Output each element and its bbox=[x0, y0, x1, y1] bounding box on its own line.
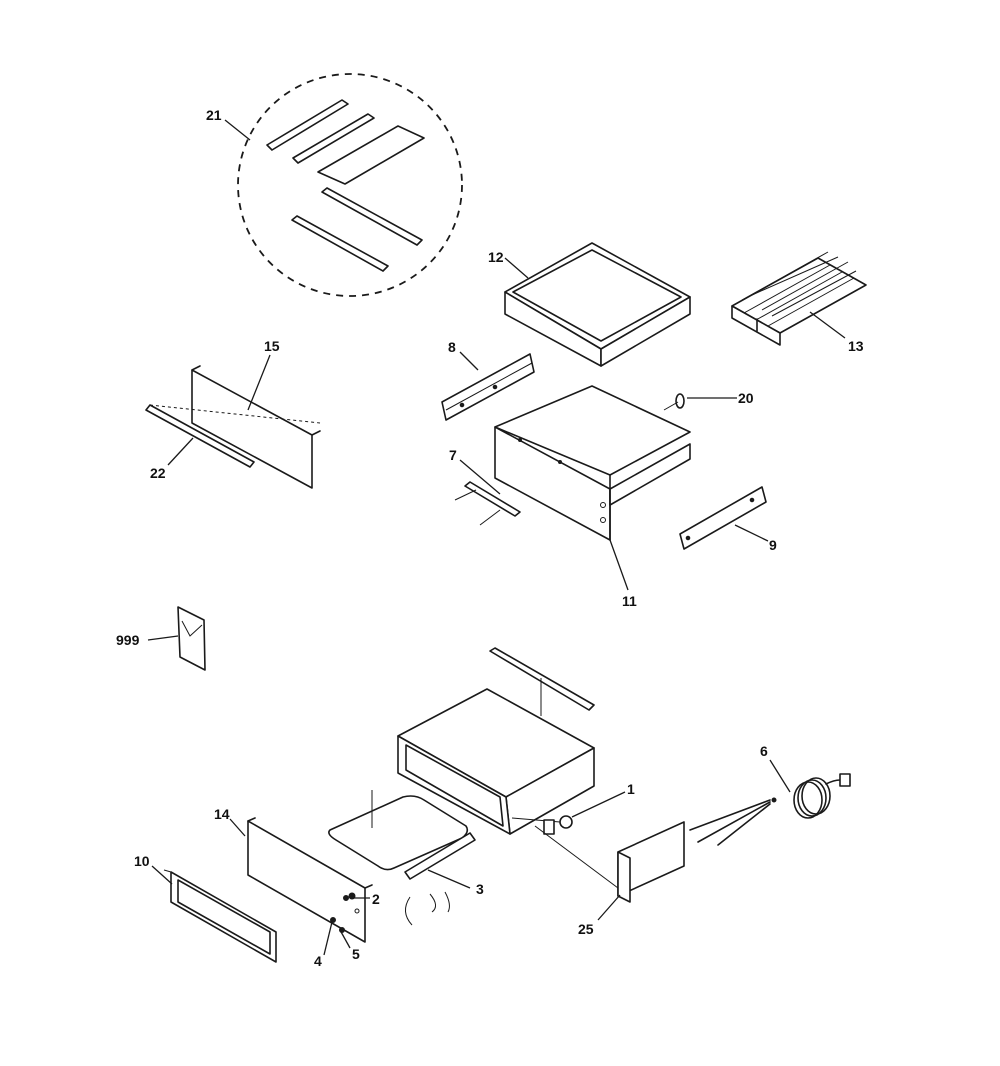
drawer-knob bbox=[663, 393, 685, 411]
callout-14: 14 bbox=[214, 806, 230, 822]
callout-13: 13 bbox=[848, 338, 864, 354]
callout-11: 11 bbox=[622, 593, 637, 609]
callout-3: 3 bbox=[476, 881, 484, 897]
callout-9: 9 bbox=[769, 537, 777, 553]
callout-21: 21 bbox=[206, 107, 222, 123]
door-frame bbox=[163, 869, 277, 963]
manual-booklet bbox=[177, 606, 206, 671]
callout-7: 7 bbox=[449, 447, 457, 463]
switch bbox=[511, 815, 573, 835]
callout-labels: 21 12 13 15 8 20 22 7 9 11 999 1 6 14 10… bbox=[116, 107, 864, 969]
leader-lines bbox=[147, 119, 846, 956]
callout-6: 6 bbox=[760, 743, 768, 759]
bracket bbox=[454, 481, 521, 526]
drawer-box bbox=[494, 385, 691, 541]
callout-999: 999 bbox=[116, 632, 140, 648]
wire-rack bbox=[731, 251, 867, 346]
callout-4: 4 bbox=[314, 953, 322, 969]
rail-kit-detail bbox=[237, 73, 463, 297]
slide-rail-right bbox=[679, 486, 767, 550]
heating-element bbox=[328, 790, 476, 926]
callout-20: 20 bbox=[738, 390, 754, 406]
fasteners bbox=[330, 895, 349, 933]
power-cord bbox=[689, 773, 851, 846]
callout-10: 10 bbox=[134, 853, 150, 869]
callout-15: 15 bbox=[264, 338, 280, 354]
rear-cover bbox=[534, 821, 685, 903]
slide-rail-left bbox=[441, 353, 535, 421]
callout-22: 22 bbox=[150, 465, 166, 481]
callout-5: 5 bbox=[352, 946, 360, 962]
drawer-housing bbox=[397, 647, 595, 835]
callout-1: 1 bbox=[627, 781, 635, 797]
callout-12: 12 bbox=[488, 249, 504, 265]
callout-25: 25 bbox=[578, 921, 594, 937]
rear-panel bbox=[145, 365, 321, 489]
callout-2: 2 bbox=[372, 891, 380, 907]
callout-8: 8 bbox=[448, 339, 456, 355]
tray bbox=[504, 242, 691, 367]
